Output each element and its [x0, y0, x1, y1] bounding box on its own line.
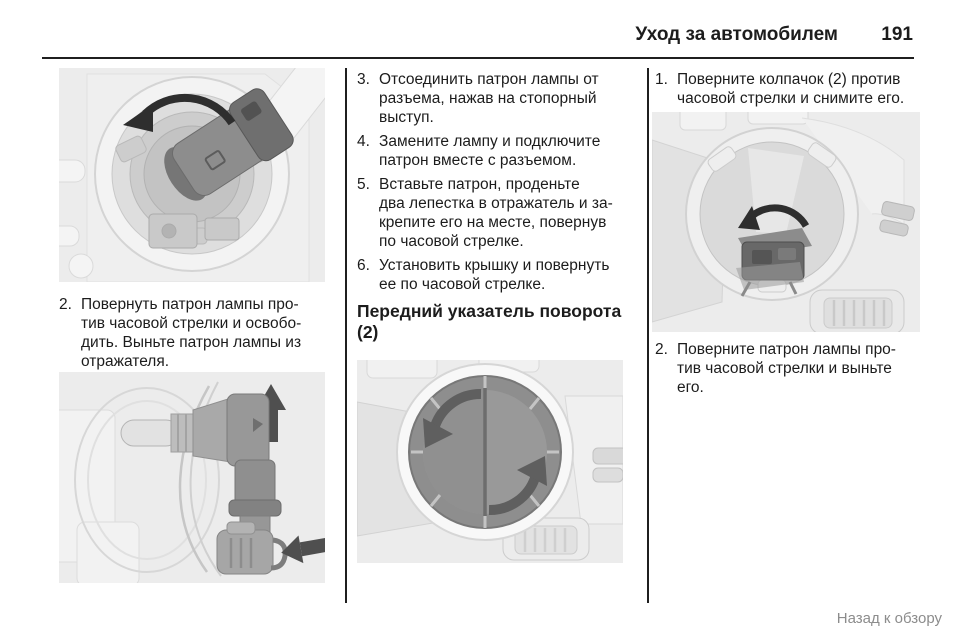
turn-signal-cap-figure — [357, 360, 623, 563]
step-number: 2. — [655, 341, 668, 358]
header-rule — [42, 57, 914, 59]
step-text: Отсоединить патрон лампы от разъема, наж… — [379, 71, 599, 126]
section-heading: Передний указатель поворота (2) — [357, 301, 622, 342]
bulb-connector-figure — [59, 372, 325, 583]
step-number: 5. — [357, 176, 370, 193]
step-text: Поверните колпачок (2) против часовой ст… — [677, 71, 905, 107]
step-item: 2. Поверните патрон лампы про- тив часов… — [655, 340, 923, 397]
turn-signal-socket — [736, 228, 812, 297]
wiring-connector — [216, 521, 288, 575]
headlight-bulb-socket-figure — [59, 68, 325, 282]
step-item: 1. Поверните колпачок (2) против часовой… — [655, 70, 923, 108]
step-item: 5. Вставьте патрон, проденьте два лепест… — [357, 175, 625, 251]
clockwise-arrow-icon — [488, 456, 547, 516]
headlight-bulb-socket-illustration — [59, 68, 325, 282]
step-number: 6. — [357, 257, 370, 274]
step-number: 3. — [357, 71, 370, 88]
step-number: 1. — [655, 71, 668, 88]
turn-signal-cap-illustration — [357, 360, 623, 563]
step-text: Установить крышку и повернуть ее по часо… — [379, 257, 610, 293]
counterclockwise-arrow-icon — [423, 388, 482, 448]
left-arrow-icon — [281, 535, 325, 564]
step-text: Поверните патрон лампы про- тив часовой … — [677, 341, 896, 396]
counterclockwise-arrow-icon — [738, 204, 810, 230]
bulb-connector-illustration — [59, 372, 325, 583]
step-text: Замените лампу и подключите патрон вмест… — [379, 133, 601, 169]
middle-steps-list: 3. Отсоединить патрон лампы от разъема, … — [357, 70, 625, 294]
vent-grille-shape — [809, 289, 905, 332]
back-to-overview-link[interactable]: Назад к обзору — [836, 610, 942, 627]
step-number: 2. — [59, 296, 72, 313]
step-text: Повернуть патрон лампы про- тив часовой … — [81, 296, 302, 370]
column-divider-left — [345, 68, 347, 603]
counterclockwise-arrow-icon — [123, 93, 236, 132]
step-item: 4. Замените лампу и подключите патрон вм… — [357, 132, 625, 170]
step-item: 2. Повернуть патрон лампы про- тив часов… — [59, 295, 327, 371]
bulb-socket-connector — [164, 88, 294, 201]
step-item: 3. Отсоединить патрон лампы от разъема, … — [357, 70, 625, 127]
column-divider-right — [647, 68, 649, 603]
step-number: 4. — [357, 133, 370, 150]
bulb-and-socket — [120, 393, 282, 533]
rear-socket-figure — [652, 112, 920, 332]
cap-rim-ticks — [411, 376, 559, 528]
step-text: Вставьте патрон, проденьте два лепестка … — [379, 176, 613, 250]
page-number: 191 — [881, 24, 913, 45]
page-title: Уход за автомобилем — [635, 24, 838, 45]
step-item: 6. Установить крышку и повернуть ее по ч… — [357, 256, 625, 294]
rear-socket-illustration — [652, 112, 920, 332]
